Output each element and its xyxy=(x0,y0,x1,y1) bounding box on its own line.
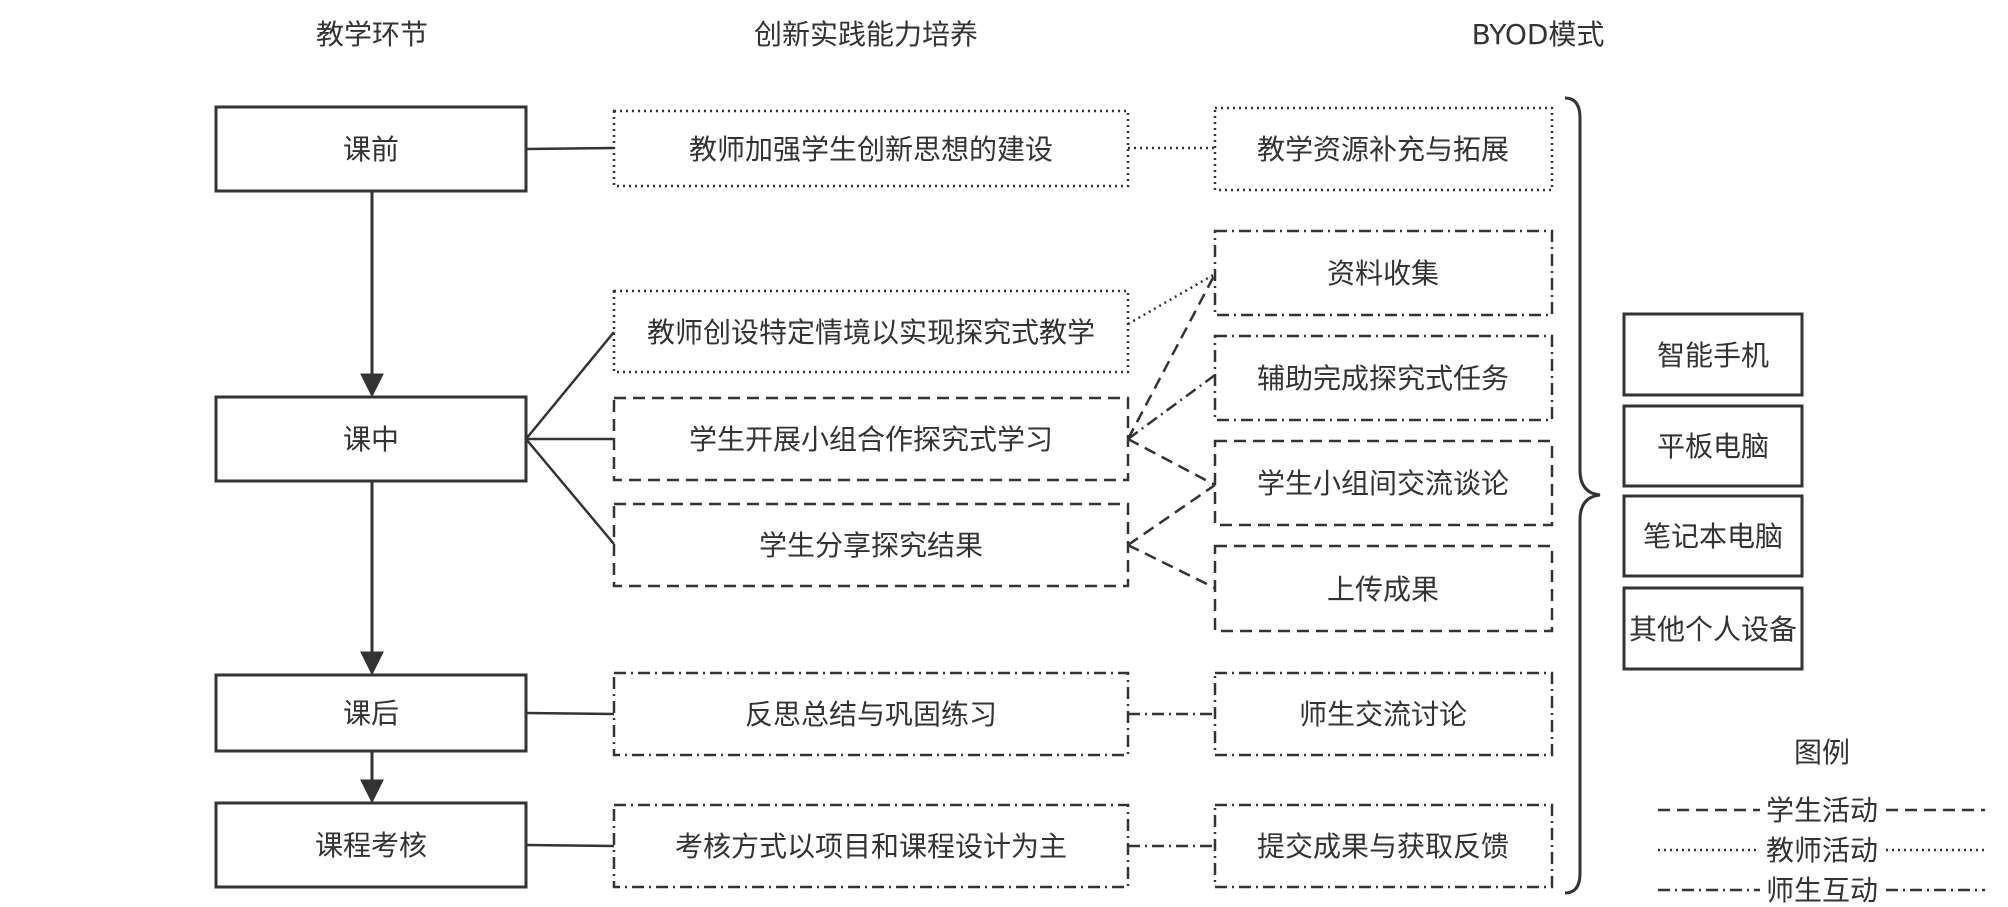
byod-box-assist: 辅助完成探究式任务 xyxy=(1213,334,1554,422)
byod-label-upload: 上传成果 xyxy=(1327,573,1439,606)
legend-title: 图例 xyxy=(1794,736,1850,769)
practice-label-assess-method: 考核方式以项目和课程设计为主 xyxy=(675,830,1067,863)
byod-box-exchange: 学生小组间交流谈论 xyxy=(1213,439,1554,527)
byod-box-upload: 上传成果 xyxy=(1213,544,1554,633)
header-byod-mode: BYOD模式 xyxy=(1472,18,1605,51)
device-box-tablet: 平板电脑 xyxy=(1622,404,1804,488)
byod-box-collect: 资料收集 xyxy=(1213,229,1554,317)
stage-label-assess: 课程考核 xyxy=(315,829,427,862)
practice-label-teacher-thinking: 教师加强学生创新思想的建设 xyxy=(689,133,1053,166)
practice-label-share-results: 学生分享探究结果 xyxy=(759,529,983,562)
byod-box-submit: 提交成果与获取反馈 xyxy=(1213,803,1554,889)
stage-label-in: 课中 xyxy=(343,423,399,456)
legend-student-label: 学生活动 xyxy=(1766,794,1878,827)
device-label-phone: 智能手机 xyxy=(1657,339,1769,372)
link-share-exchange xyxy=(1127,483,1216,547)
stage-box-assess: 课程考核 xyxy=(214,801,528,889)
device-label-other: 其他个人设备 xyxy=(1629,613,1797,646)
practice-box-assess-method: 考核方式以项目和课程设计为主 xyxy=(612,803,1130,889)
device-box-other: 其他个人设备 xyxy=(1622,586,1804,671)
byod-label-collect: 资料收集 xyxy=(1327,257,1439,290)
byod-label-resources: 教学资源补充与拓展 xyxy=(1257,133,1509,166)
byod-brace xyxy=(1564,96,1601,895)
header-innovation-practice: 创新实践能力培养 xyxy=(754,18,978,51)
stage-box-post: 课后 xyxy=(214,673,528,753)
stage-label-pre: 课前 xyxy=(343,133,399,166)
stage-box-pre: 课前 xyxy=(214,105,528,193)
link-group-collect xyxy=(1126,273,1217,440)
byod-label-discuss: 师生交流讨论 xyxy=(1299,698,1467,731)
practice-box-share-results: 学生分享探究结果 xyxy=(612,502,1130,588)
byod-box-resources: 教学资源补充与拓展 xyxy=(1213,106,1554,192)
byod-label-assist: 辅助完成探究式任务 xyxy=(1257,362,1509,395)
connector-assess-method xyxy=(525,843,615,848)
byod-label-submit: 提交成果与获取反馈 xyxy=(1257,830,1509,863)
practice-label-reflect: 反思总结与巩固练习 xyxy=(745,698,997,731)
link-share-upload xyxy=(1127,543,1216,590)
byod-label-exchange: 学生小组间交流谈论 xyxy=(1257,467,1509,500)
header-teaching-stage: 教学环节 xyxy=(316,18,428,51)
stage-box-in: 课中 xyxy=(214,395,528,483)
device-box-laptop: 笔记本电脑 xyxy=(1622,494,1804,578)
connector-in-share xyxy=(525,438,615,545)
connector-post-reflect xyxy=(525,711,615,716)
practice-box-teacher-thinking: 教师加强学生创新思想的建设 xyxy=(612,109,1130,188)
stage-label-post: 课后 xyxy=(343,697,399,730)
connector-pre-practice xyxy=(525,146,615,151)
device-label-laptop: 笔记本电脑 xyxy=(1643,520,1783,553)
practice-box-teacher-scenario: 教师创设特定情境以实现探究式教学 xyxy=(612,289,1130,374)
legend-interaction-label: 师生互动 xyxy=(1766,874,1878,907)
practice-box-reflect: 反思总结与巩固练习 xyxy=(612,671,1130,757)
device-box-phone: 智能手机 xyxy=(1622,312,1804,397)
practice-label-teacher-scenario: 教师创设特定情境以实现探究式教学 xyxy=(647,316,1095,349)
device-label-tablet: 平板电脑 xyxy=(1657,430,1769,463)
link-group-exchange xyxy=(1127,437,1216,487)
connector-in-scenario xyxy=(525,331,615,440)
practice-label-group-inquiry: 学生开展小组合作探究式学习 xyxy=(689,423,1053,456)
byod-box-discuss: 师生交流讨论 xyxy=(1213,671,1554,757)
legend-teacher-label: 教师活动 xyxy=(1766,834,1878,867)
practice-box-group-inquiry: 学生开展小组合作探究式学习 xyxy=(612,396,1130,482)
link-group-assist xyxy=(1127,373,1216,441)
legend: 图例 学生活动 教师活动 师生互动 xyxy=(1658,736,1985,907)
